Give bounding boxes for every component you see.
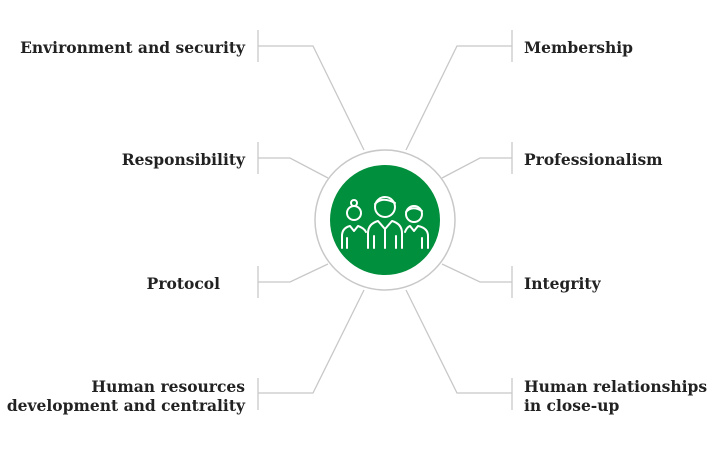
label-line: development and centrality bbox=[6, 396, 245, 415]
label-responsibility: Responsibility bbox=[121, 150, 245, 169]
label-line: in close-up bbox=[524, 396, 620, 415]
label-environment-and-security: Environment and security bbox=[20, 38, 245, 57]
center-circle bbox=[330, 165, 440, 275]
label-integrity: Integrity bbox=[524, 274, 601, 293]
label-professionalism: Professionalism bbox=[524, 150, 663, 169]
label-human-relationships: Human relationships in close-up bbox=[524, 377, 707, 415]
label-line: Human resources bbox=[91, 377, 245, 396]
label-membership: Membership bbox=[524, 38, 634, 57]
label-line: Human relationships bbox=[524, 377, 708, 396]
label-protocol: Protocol bbox=[146, 274, 220, 293]
team-people-icon bbox=[341, 196, 429, 249]
label-human-resources: Human resources development and centrali… bbox=[7, 377, 245, 415]
